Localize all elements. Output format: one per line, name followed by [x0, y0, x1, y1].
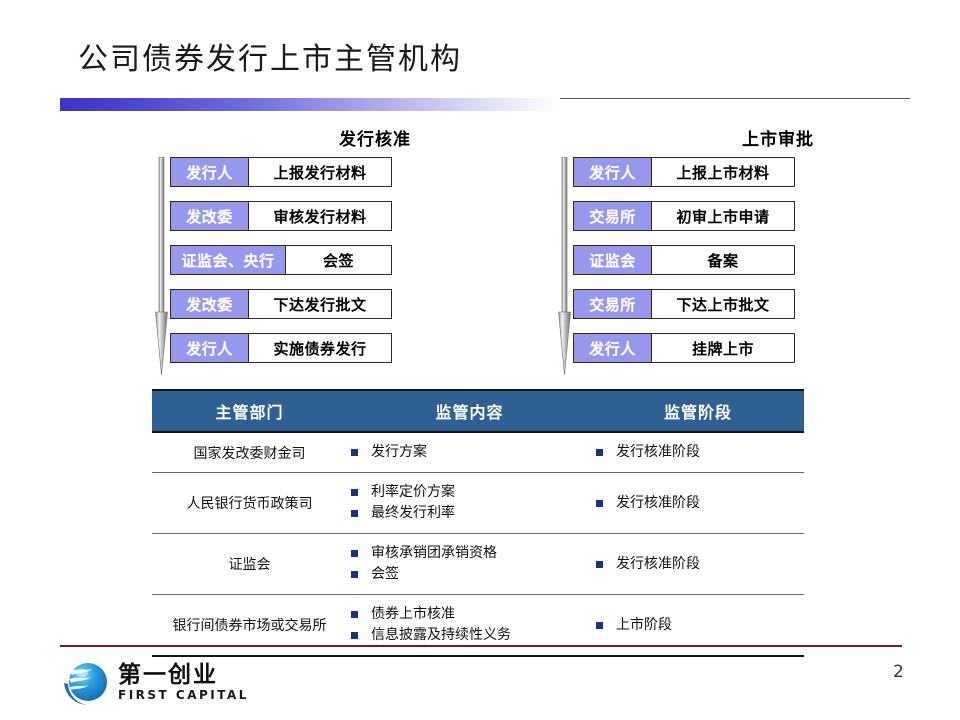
- list-item: 发行核准阶段: [592, 442, 804, 463]
- table-row[interactable]: 人民银行货币政策司 利率定价方案 最终发行利率 发行核准阶段: [152, 473, 804, 534]
- flow-row[interactable]: 发行人 挂牌上市: [573, 333, 795, 363]
- cell-dept: 银行间债券市场或交易所: [172, 618, 327, 634]
- list-item: 发行核准阶段: [592, 493, 804, 514]
- list-item: 会签: [347, 564, 592, 585]
- flow-action: 审核发行材料: [273, 207, 367, 226]
- flow-action: 初审上市申请: [676, 207, 770, 226]
- cell-content: 发行方案: [347, 432, 592, 473]
- flow-actor: 发行人: [574, 158, 652, 186]
- flow-actor: 发行人: [171, 334, 249, 362]
- flow-left-rows: 发行人 上报发行材料 发改委 审核发行材料 证监会、央行 会签 发改委 下达发行…: [170, 157, 392, 377]
- bullet-list: 审核承销团承销资格 会签: [347, 543, 592, 585]
- list-item: 最终发行利率: [347, 503, 592, 524]
- logo-text-block: 第一创业 FIRST CAPITAL: [118, 661, 249, 703]
- flow-left-heading: 发行核准: [339, 130, 411, 150]
- table-row[interactable]: 证监会 审核承销团承销资格 会签 发行核准阶段: [152, 534, 804, 595]
- down-arrow-icon: [558, 157, 571, 375]
- down-arrow-icon: [155, 157, 168, 375]
- bullet-list: 利率定价方案 最终发行利率: [347, 482, 592, 524]
- bullet-list: 发行方案: [347, 442, 592, 463]
- page-title: 公司债券发行上市主管机构: [78, 42, 462, 77]
- column-header-dept: 主管部门: [215, 403, 284, 422]
- flow-row[interactable]: 发改委 下达发行批文: [170, 289, 392, 319]
- bullet-list: 发行核准阶段: [592, 493, 804, 514]
- flow-action: 备案: [707, 251, 739, 270]
- flow-row[interactable]: 发行人 实施债券发行: [170, 333, 392, 363]
- cell-content: 审核承销团承销资格 会签: [347, 534, 592, 595]
- company-logo: 第一创业 FIRST CAPITAL: [62, 655, 272, 709]
- table-row[interactable]: 银行间债券市场或交易所 债券上市核准 信息披露及持续性义务 上市阶段: [152, 595, 804, 657]
- cell-stage: 上市阶段: [592, 595, 804, 657]
- title-gradient-bar: [60, 98, 560, 111]
- cell-dept: 人民银行货币政策司: [186, 496, 313, 512]
- bullet-list: 债券上市核准 信息披露及持续性义务: [347, 604, 592, 646]
- supervision-table: 主管部门 监管内容 监管阶段 国家发改委财金司 发行方案 发行核准阶段 人民银行…: [152, 389, 804, 657]
- logo-name-cn: 第一创业: [118, 661, 218, 688]
- bullet-list: 上市阶段: [592, 615, 804, 636]
- flow-actor: 交易所: [574, 290, 652, 318]
- flow-actor: 发改委: [171, 202, 249, 230]
- flow-right-heading: 上市审批: [742, 130, 814, 150]
- flow-row[interactable]: 发行人 上报发行材料: [170, 157, 392, 187]
- column-header-content: 监管内容: [435, 403, 504, 422]
- flow-action: 实施债券发行: [273, 339, 367, 358]
- flow-action: 挂牌上市: [691, 339, 754, 358]
- flow-action: 会签: [322, 251, 354, 270]
- flow-actor: 发改委: [171, 290, 249, 318]
- list-item: 信息披露及持续性义务: [347, 625, 592, 646]
- cell-stage: 发行核准阶段: [592, 473, 804, 534]
- flow-action: 下达上市批文: [676, 295, 770, 314]
- list-item: 利率定价方案: [347, 482, 592, 503]
- cell-content: 债券上市核准 信息披露及持续性义务: [347, 595, 592, 657]
- flow-right-rows: 发行人 上报上市材料 交易所 初审上市申请 证监会 备案 交易所 下达上市批文 …: [573, 157, 795, 377]
- flow-actor: 证监会: [574, 246, 652, 274]
- list-item: 债券上市核准: [347, 604, 592, 625]
- flow-row[interactable]: 证监会 备案: [573, 245, 795, 275]
- list-item: 发行核准阶段: [592, 554, 804, 575]
- flow-row[interactable]: 发改委 审核发行材料: [170, 201, 392, 231]
- flow-action: 下达发行批文: [273, 295, 367, 314]
- logo-name-en: FIRST CAPITAL: [118, 688, 249, 702]
- cell-stage: 发行核准阶段: [592, 432, 804, 473]
- flow-actor: 发行人: [574, 334, 652, 362]
- flow-row[interactable]: 证监会、央行 会签: [170, 245, 392, 275]
- list-item: 发行方案: [347, 442, 592, 463]
- page-number: 2: [893, 662, 904, 682]
- cell-dept: 国家发改委财金司: [193, 445, 306, 462]
- list-item: 上市阶段: [592, 615, 804, 636]
- table-row[interactable]: 国家发改委财金司 发行方案 发行核准阶段: [152, 432, 804, 473]
- flow-row[interactable]: 交易所 初审上市申请: [573, 201, 795, 231]
- column-header-stage: 监管阶段: [663, 403, 732, 422]
- footer-divider-line: [60, 645, 902, 647]
- flow-actor: 发行人: [171, 158, 249, 186]
- bullet-list: 发行核准阶段: [592, 442, 804, 463]
- flow-actor: 证监会、央行: [171, 246, 286, 274]
- list-item: 审核承销团承销资格: [347, 543, 592, 564]
- flow-row[interactable]: 发行人 上报上市材料: [573, 157, 795, 187]
- table-header-row: 主管部门 监管内容 监管阶段: [152, 390, 804, 432]
- flow-action: 上报上市材料: [676, 163, 770, 182]
- cell-content: 利率定价方案 最终发行利率: [347, 473, 592, 534]
- cell-stage: 发行核准阶段: [592, 534, 804, 595]
- flow-actor: 交易所: [574, 202, 652, 230]
- cell-dept: 证监会: [228, 557, 271, 573]
- bullet-list: 发行核准阶段: [592, 554, 804, 575]
- flow-row[interactable]: 交易所 下达上市批文: [573, 289, 795, 319]
- flow-action: 上报发行材料: [273, 163, 367, 182]
- globe-logo-icon: [64, 663, 107, 706]
